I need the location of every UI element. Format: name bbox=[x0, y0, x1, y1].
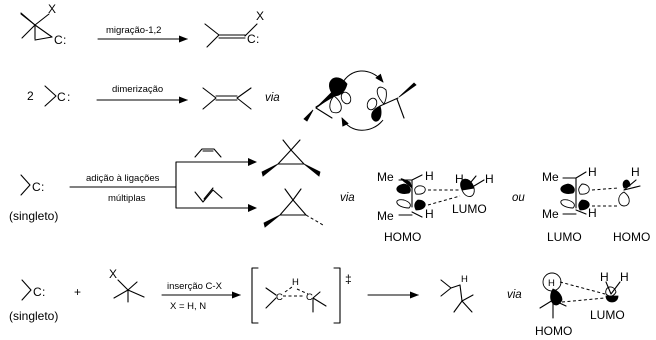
state-singlet: (singleto) bbox=[9, 309, 58, 323]
hydrogen-label: H bbox=[548, 278, 555, 289]
atom-x: X bbox=[109, 267, 117, 281]
lone-pair: : bbox=[41, 180, 44, 194]
state-singlet: (singleto) bbox=[9, 209, 58, 223]
hydrogen-label: H bbox=[588, 165, 597, 179]
trans-cyclopropane bbox=[263, 188, 324, 228]
hydrogen-label: H bbox=[485, 172, 494, 186]
cycloaddition-orbitals-b: Me Me H H H LUMO HOMO bbox=[542, 165, 650, 244]
lone-pair: : bbox=[63, 33, 66, 47]
row-migration: X C : migração-1,2 C X : bbox=[20, 2, 264, 48]
atom-c: C bbox=[54, 33, 63, 47]
hydrogen-label: H bbox=[600, 270, 609, 284]
alkene-product-1: C X : bbox=[204, 9, 264, 48]
orbital-homo: HOMO bbox=[535, 324, 572, 338]
hydrogen-label: H bbox=[425, 169, 434, 183]
cycloaddition-orbitals-a: Me Me H H H H HOMO LUMO bbox=[377, 169, 494, 244]
cis-butene bbox=[194, 148, 222, 158]
hydrogen-label: H bbox=[292, 277, 299, 288]
hydrogen-label: H bbox=[425, 207, 434, 221]
atom-c: C bbox=[276, 292, 283, 303]
orbital-homo: HOMO bbox=[384, 230, 421, 244]
label-dimerization: dimerização bbox=[112, 84, 163, 95]
trans-butene bbox=[194, 187, 223, 203]
row-cycloaddition: C : (singleto) adição à ligações múltipl… bbox=[9, 139, 650, 244]
lone-pair: : bbox=[256, 32, 259, 46]
methyl-label: Me bbox=[377, 170, 394, 184]
via-word: via bbox=[507, 289, 522, 301]
hydrogen-label: H bbox=[588, 206, 597, 220]
carbene-reactant-3: C : bbox=[20, 174, 44, 196]
label-insertion-2: X = H, N bbox=[170, 301, 206, 312]
hydrogen-label: H bbox=[461, 274, 468, 285]
via-word: via bbox=[265, 92, 280, 104]
arrowhead-trans bbox=[248, 204, 257, 212]
atom-x: X bbox=[48, 2, 56, 16]
carbene-reactant-2: C : bbox=[44, 85, 70, 107]
carbene-reactant-4: C : bbox=[21, 279, 45, 301]
atom-c: C bbox=[247, 32, 256, 46]
arrowhead-cis bbox=[248, 158, 257, 166]
methyl-label: Me bbox=[542, 207, 559, 221]
orbital-lumo: LUMO bbox=[452, 202, 487, 216]
lone-pair: : bbox=[67, 90, 70, 104]
or-word: ou bbox=[512, 192, 525, 204]
lone-pair: : bbox=[42, 285, 45, 299]
alkene-product-2 bbox=[202, 87, 252, 110]
plus-sign: + bbox=[74, 285, 81, 299]
substrate-cx: X bbox=[109, 267, 145, 303]
row-insertion: C : (singleto) + X inserção C-X X = H, N… bbox=[9, 267, 629, 338]
orbital-homo: HOMO bbox=[613, 230, 650, 244]
double-dagger: ‡ bbox=[345, 272, 352, 286]
methyl-label: Me bbox=[377, 209, 394, 223]
row-dimerization: 2 C : dimerização via bbox=[27, 70, 417, 131]
insertion-orbitals: H H H HOMO LUMO bbox=[535, 270, 629, 338]
cis-cyclopropane bbox=[261, 139, 321, 177]
atom-c: C bbox=[306, 292, 313, 303]
orbital-lumo: LUMO bbox=[547, 230, 582, 244]
label-addition-1: adição à ligações bbox=[86, 173, 160, 184]
carbene-reactant-1: X C : bbox=[20, 2, 66, 47]
label-addition-2: múltiplas bbox=[108, 193, 146, 204]
hydrogen-label: H bbox=[620, 270, 629, 284]
label-migration: migração-1,2 bbox=[106, 25, 161, 36]
coefficient-two: 2 bbox=[27, 89, 34, 103]
atom-c: C bbox=[32, 180, 41, 194]
transition-state: C C H ‡ bbox=[251, 267, 352, 324]
insertion-product bbox=[440, 279, 474, 313]
label-insertion-1: inserção C-X bbox=[167, 281, 223, 292]
orbital-lumo: LUMO bbox=[590, 308, 625, 322]
atom-x: X bbox=[256, 9, 264, 23]
atom-c: C bbox=[33, 285, 42, 299]
hydrogen-label: H bbox=[631, 165, 640, 179]
hydrogen-label: H bbox=[455, 172, 464, 186]
via-word: via bbox=[340, 192, 355, 204]
dimerization-orbital-diagram bbox=[303, 70, 417, 131]
methyl-label: Me bbox=[542, 170, 559, 184]
atom-c: C bbox=[57, 90, 66, 104]
